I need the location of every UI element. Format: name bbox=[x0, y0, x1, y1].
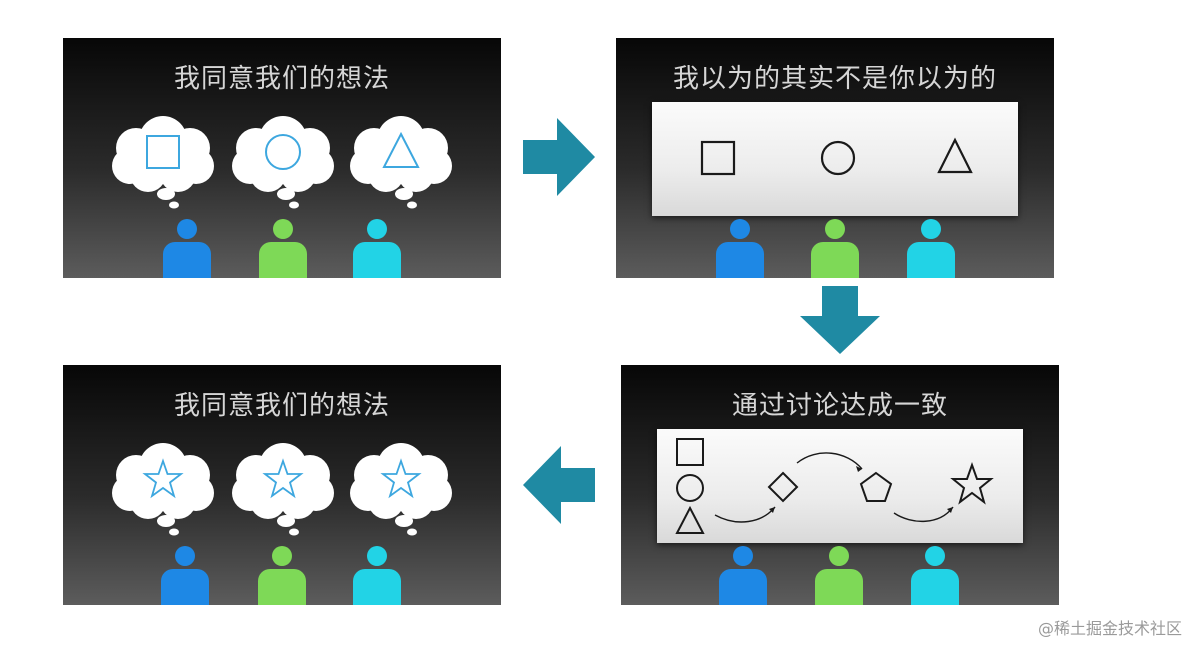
person-green bbox=[259, 219, 307, 278]
panel-title: 我同意我们的想法 bbox=[173, 64, 390, 94]
arrow-right-icon bbox=[523, 118, 595, 196]
diamond-icon bbox=[767, 471, 799, 503]
person-green bbox=[815, 546, 863, 605]
pentagon-icon bbox=[859, 471, 893, 502]
star-icon bbox=[142, 458, 184, 499]
panel-title: 我同意我们的想法 bbox=[173, 391, 390, 421]
person-blue bbox=[163, 219, 211, 278]
person-blue bbox=[161, 546, 209, 605]
panel-title: 我以为的其实不是你以为的 bbox=[672, 64, 997, 94]
thought-cloud-square bbox=[108, 114, 218, 214]
flow-curve bbox=[714, 506, 776, 523]
thought-cloud-star bbox=[228, 441, 338, 541]
thought-cloud-star bbox=[346, 441, 456, 541]
thought-cloud-triangle bbox=[346, 114, 456, 214]
circle-icon bbox=[676, 474, 704, 502]
arrow-left-icon bbox=[523, 446, 595, 524]
person-cyan bbox=[911, 546, 959, 605]
square-icon bbox=[700, 140, 736, 176]
watermark: @稀土掘金技术社区 bbox=[1037, 619, 1182, 638]
person-blue bbox=[719, 546, 767, 605]
person-cyan bbox=[353, 546, 401, 605]
star-icon bbox=[380, 458, 422, 499]
circle-icon bbox=[820, 140, 856, 176]
panel-title: 通过讨论达成一致 bbox=[731, 391, 948, 421]
arrow-down-icon bbox=[800, 286, 880, 354]
panel-discussion: 通过讨论达成一致 bbox=[621, 365, 1059, 605]
triangle-icon bbox=[937, 137, 973, 174]
person-green bbox=[258, 546, 306, 605]
flow-curve bbox=[893, 506, 954, 523]
whiteboard bbox=[657, 429, 1023, 543]
person-cyan bbox=[353, 219, 401, 278]
whiteboard bbox=[652, 102, 1018, 216]
star-icon bbox=[950, 462, 994, 505]
square-icon bbox=[146, 135, 180, 169]
thought-cloud-star bbox=[108, 441, 218, 541]
panel-final-agreement: 我同意我们的想法 bbox=[63, 365, 501, 605]
flow-curve bbox=[796, 452, 863, 470]
triangle-icon bbox=[382, 131, 420, 168]
thought-cloud-circle bbox=[228, 114, 338, 214]
star-icon bbox=[262, 458, 304, 499]
triangle-icon bbox=[675, 505, 705, 534]
person-cyan bbox=[907, 219, 955, 278]
square-icon bbox=[676, 438, 704, 466]
panel-misunderstanding: 我以为的其实不是你以为的 bbox=[616, 38, 1054, 278]
person-blue bbox=[716, 219, 764, 278]
circle-icon bbox=[265, 134, 301, 170]
panel-initial-agreement: 我同意我们的想法 bbox=[63, 38, 501, 278]
person-green bbox=[811, 219, 859, 278]
